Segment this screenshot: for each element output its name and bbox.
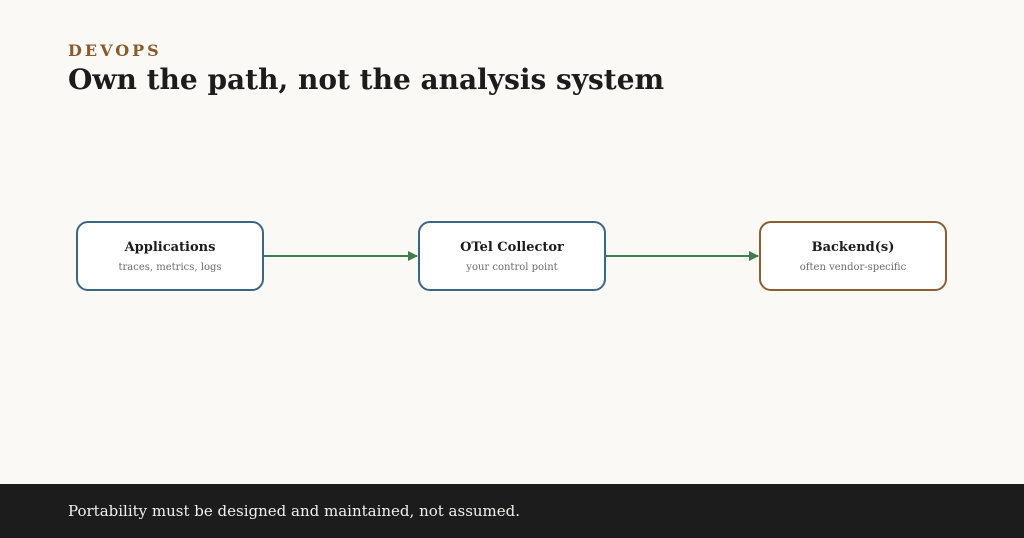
node-backends: Backend(s) often vendor-specific: [759, 221, 947, 291]
node-title: Backend(s): [811, 240, 895, 255]
node-title: OTel Collector: [460, 240, 564, 255]
footer-bar: Portability must be designed and maintai…: [0, 484, 1024, 538]
node-applications: Applications traces, metrics, logs: [76, 221, 264, 291]
node-subtitle: often vendor-specific: [799, 262, 907, 273]
eyebrow-label: DEVOPS: [68, 41, 162, 60]
node-title: Applications: [124, 240, 216, 255]
node-otel-collector: OTel Collector your control point: [418, 221, 606, 291]
footer-text: Portability must be designed and maintai…: [68, 502, 521, 520]
node-subtitle: traces, metrics, logs: [118, 262, 222, 273]
slide-title: Own the path, not the analysis system: [68, 63, 665, 96]
slide-header: DEVOPS Own the path, not the analysis sy…: [68, 40, 664, 98]
node-subtitle: your control point: [466, 262, 558, 273]
